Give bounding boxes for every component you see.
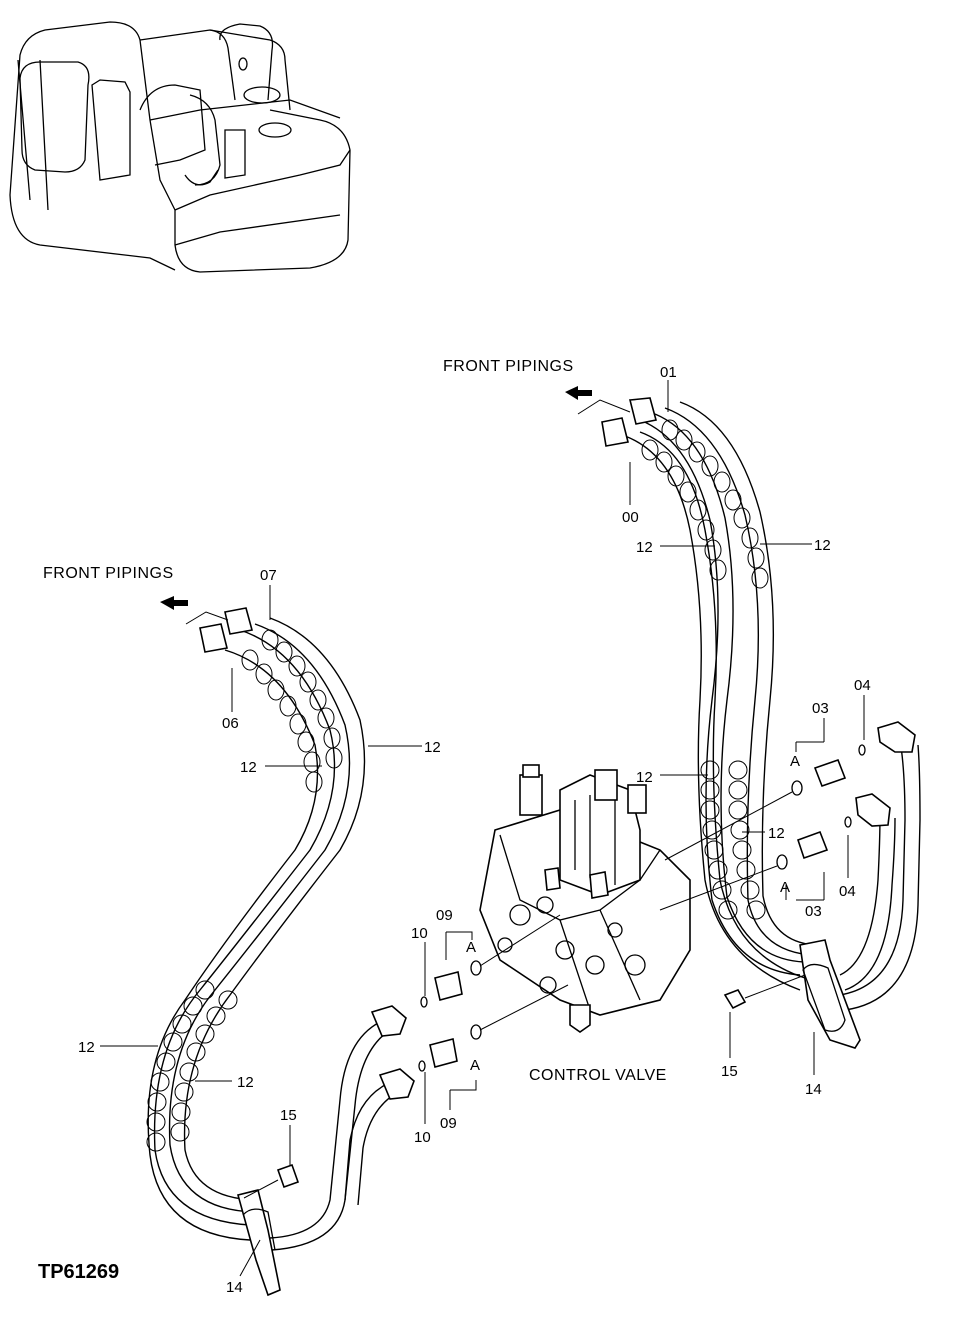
callout-15: 15 — [721, 1063, 738, 1080]
caption-control-valve: CONTROL VALVE — [529, 1067, 667, 1084]
callout-10: 10 — [414, 1129, 431, 1146]
leader-lines — [100, 380, 865, 1277]
callout-15: 15 — [280, 1107, 297, 1124]
fittings-left — [418, 914, 569, 1072]
callout-09: 09 — [436, 907, 453, 924]
callout-12: 12 — [78, 1039, 95, 1056]
left-hose-assembly — [146, 596, 415, 1251]
callout-00: 00 — [622, 509, 639, 526]
callout-14: 14 — [226, 1279, 243, 1296]
callout-12: 12 — [424, 739, 441, 756]
callout-12: 12 — [814, 537, 831, 554]
caption-front-pipings-right: FRONT PIPINGS — [443, 358, 574, 375]
callout-09: 09 — [440, 1115, 457, 1132]
callout-12: 12 — [240, 759, 257, 776]
callout-04: 04 — [839, 883, 856, 900]
diagram-id: TP61269 — [38, 1261, 119, 1283]
callout-a: A — [466, 939, 476, 956]
clamp-left — [237, 1163, 300, 1297]
excavator-overview — [9, 21, 351, 273]
callout-a: A — [470, 1057, 480, 1074]
fittings-right — [659, 744, 866, 911]
callout-06: 06 — [222, 715, 239, 732]
clamp-right — [723, 939, 861, 1049]
callout-10: 10 — [411, 925, 428, 942]
callout-07: 07 — [260, 567, 277, 584]
callout-12: 12 — [237, 1074, 254, 1091]
callout-a: A — [790, 753, 800, 770]
callout-12: 12 — [768, 825, 785, 842]
callout-12: 12 — [636, 539, 653, 556]
callout-04: 04 — [854, 677, 871, 694]
caption-front-pipings-left: FRONT PIPINGS — [43, 565, 174, 582]
callout-01: 01 — [660, 364, 677, 381]
right-hose-assembly — [565, 386, 921, 1011]
callout-03: 03 — [805, 903, 822, 920]
callout-14: 14 — [805, 1081, 822, 1098]
control-valve-body — [479, 764, 691, 1033]
callout-12: 12 — [636, 769, 653, 786]
callout-03: 03 — [812, 700, 829, 717]
callout-a: A — [780, 879, 790, 896]
